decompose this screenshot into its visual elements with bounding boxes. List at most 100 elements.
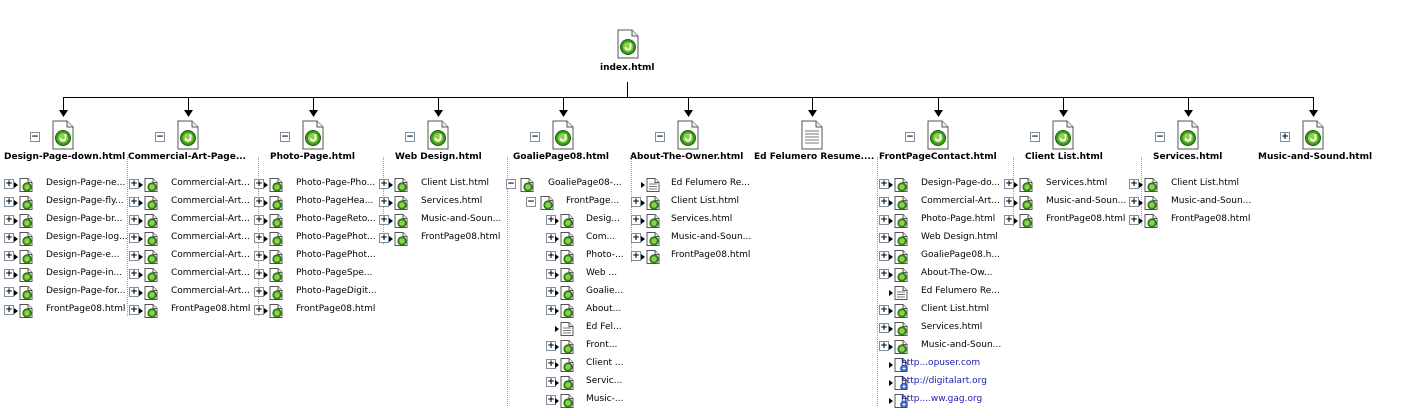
expand-icon[interactable]: + [4, 287, 14, 297]
expand-icon[interactable]: + [4, 305, 14, 315]
expand-arrow-icon[interactable] [889, 344, 893, 350]
expand-icon[interactable]: + [129, 269, 139, 279]
expand-arrow-icon[interactable] [14, 236, 18, 242]
expand-icon[interactable]: + [129, 251, 139, 261]
expand-icon[interactable]: + [4, 233, 14, 243]
expand-icon[interactable]: + [879, 215, 889, 225]
expand-icon[interactable]: + [879, 197, 889, 207]
expand-icon[interactable]: + [254, 233, 264, 243]
expand-icon[interactable]: + [1129, 179, 1139, 189]
expand-arrow-icon[interactable] [139, 308, 143, 314]
expand-arrow-icon[interactable] [555, 236, 559, 242]
expand-arrow-icon[interactable] [555, 344, 559, 350]
expand-icon[interactable]: + [254, 215, 264, 225]
expand-arrow-icon[interactable] [641, 182, 645, 188]
expand-arrow-icon[interactable] [889, 326, 893, 332]
expand-arrow-icon[interactable] [139, 200, 143, 206]
expand-icon[interactable]: + [254, 179, 264, 189]
expand-arrow-icon[interactable] [889, 182, 893, 188]
expand-arrow-icon[interactable] [14, 218, 18, 224]
collapse-icon[interactable]: − [1155, 132, 1165, 142]
expand-icon[interactable]: + [379, 215, 389, 225]
expand-arrow-icon[interactable] [264, 272, 268, 278]
expand-arrow-icon[interactable] [264, 308, 268, 314]
expand-icon[interactable]: + [631, 233, 641, 243]
expand-arrow-icon[interactable] [555, 398, 559, 404]
expand-arrow-icon[interactable] [889, 200, 893, 206]
external-link[interactable]: http://digitalart.org [901, 376, 987, 386]
expand-icon[interactable]: + [879, 251, 889, 261]
collapse-icon[interactable]: − [526, 197, 536, 207]
expand-arrow-icon[interactable] [555, 362, 559, 368]
expand-icon[interactable]: + [1129, 215, 1139, 225]
expand-arrow-icon[interactable] [389, 218, 393, 224]
expand-icon[interactable]: + [879, 179, 889, 189]
expand-icon[interactable]: + [129, 287, 139, 297]
expand-icon[interactable]: + [1004, 179, 1014, 189]
expand-icon[interactable]: + [254, 305, 264, 315]
expand-arrow-icon[interactable] [555, 326, 559, 332]
expand-arrow-icon[interactable] [555, 218, 559, 224]
expand-icon[interactable]: + [1280, 132, 1290, 142]
collapse-icon[interactable]: − [405, 132, 415, 142]
expand-icon[interactable]: + [254, 251, 264, 261]
expand-arrow-icon[interactable] [139, 290, 143, 296]
expand-arrow-icon[interactable] [14, 182, 18, 188]
expand-icon[interactable]: + [631, 251, 641, 261]
expand-arrow-icon[interactable] [14, 272, 18, 278]
expand-arrow-icon[interactable] [139, 272, 143, 278]
expand-arrow-icon[interactable] [889, 236, 893, 242]
collapse-icon[interactable]: − [280, 132, 290, 142]
collapse-icon[interactable]: − [905, 132, 915, 142]
expand-arrow-icon[interactable] [1139, 200, 1143, 206]
expand-arrow-icon[interactable] [264, 236, 268, 242]
expand-icon[interactable]: + [254, 287, 264, 297]
expand-arrow-icon[interactable] [889, 254, 893, 260]
expand-arrow-icon[interactable] [1014, 200, 1018, 206]
expand-arrow-icon[interactable] [264, 182, 268, 188]
expand-arrow-icon[interactable] [389, 236, 393, 242]
collapse-icon[interactable]: − [530, 132, 540, 142]
expand-arrow-icon[interactable] [264, 290, 268, 296]
expand-icon[interactable]: + [879, 341, 889, 351]
expand-icon[interactable]: + [879, 305, 889, 315]
expand-arrow-icon[interactable] [389, 182, 393, 188]
expand-icon[interactable]: + [379, 197, 389, 207]
expand-icon[interactable]: + [379, 179, 389, 189]
collapse-icon[interactable]: − [1030, 132, 1040, 142]
expand-icon[interactable]: + [4, 215, 14, 225]
collapse-icon[interactable]: − [155, 132, 165, 142]
expand-icon[interactable]: + [129, 305, 139, 315]
expand-arrow-icon[interactable] [555, 272, 559, 278]
expand-icon[interactable]: + [129, 179, 139, 189]
expand-arrow-icon[interactable] [264, 200, 268, 206]
expand-icon[interactable]: + [254, 269, 264, 279]
expand-icon[interactable]: + [4, 179, 14, 189]
expand-arrow-icon[interactable] [1014, 218, 1018, 224]
collapse-icon[interactable]: − [30, 132, 40, 142]
expand-arrow-icon[interactable] [139, 182, 143, 188]
expand-arrow-icon[interactable] [555, 380, 559, 386]
expand-arrow-icon[interactable] [264, 254, 268, 260]
expand-arrow-icon[interactable] [889, 398, 893, 404]
external-link[interactable]: http....ww.gag.org [901, 394, 983, 404]
expand-icon[interactable]: + [4, 251, 14, 261]
expand-arrow-icon[interactable] [889, 308, 893, 314]
expand-arrow-icon[interactable] [641, 236, 645, 242]
expand-arrow-icon[interactable] [389, 200, 393, 206]
expand-arrow-icon[interactable] [889, 362, 893, 368]
expand-arrow-icon[interactable] [555, 254, 559, 260]
expand-icon[interactable]: + [1004, 197, 1014, 207]
expand-arrow-icon[interactable] [1139, 218, 1143, 224]
expand-arrow-icon[interactable] [14, 290, 18, 296]
expand-arrow-icon[interactable] [1014, 182, 1018, 188]
expand-arrow-icon[interactable] [641, 218, 645, 224]
expand-arrow-icon[interactable] [14, 308, 18, 314]
expand-icon[interactable]: + [1129, 197, 1139, 207]
expand-icon[interactable]: + [254, 197, 264, 207]
expand-arrow-icon[interactable] [889, 218, 893, 224]
expand-arrow-icon[interactable] [139, 236, 143, 242]
expand-arrow-icon[interactable] [264, 218, 268, 224]
expand-arrow-icon[interactable] [889, 272, 893, 278]
expand-icon[interactable]: + [4, 269, 14, 279]
